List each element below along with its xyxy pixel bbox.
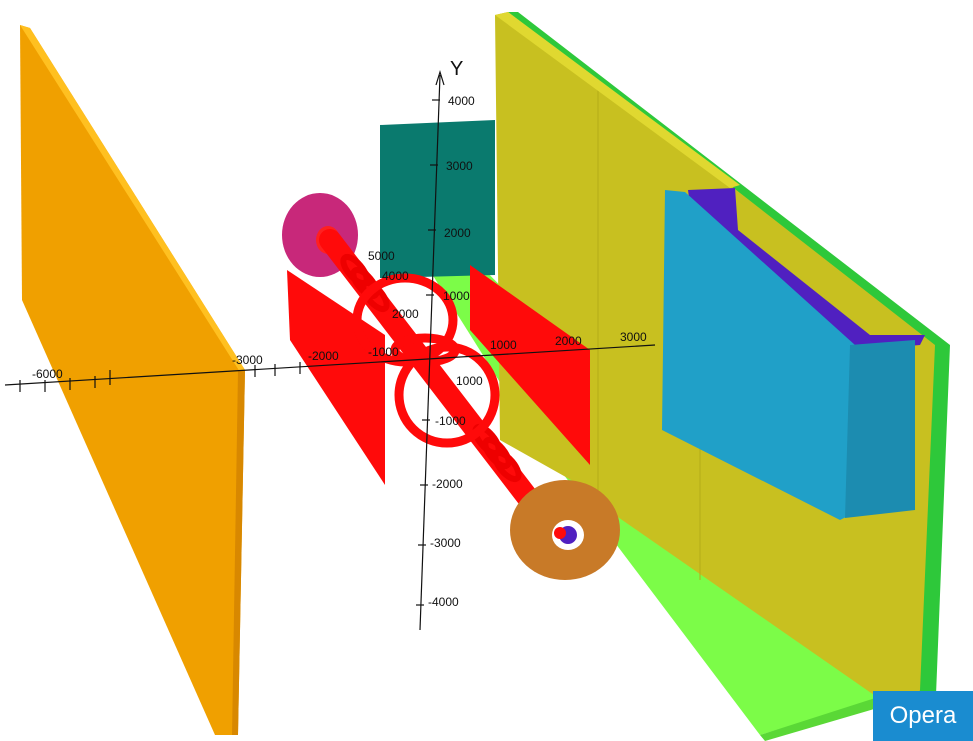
z-tick: 2000 [392,307,419,321]
y-tick: 1000 [443,289,470,303]
y-axis [416,69,445,631]
y-tick: 3000 [446,159,473,173]
orange-plate-side [232,370,245,735]
x-tick: 3000 [620,330,647,344]
z-tick: 1000 [456,374,483,388]
red-plate-right [470,265,590,465]
x-tick: 2000 [555,334,582,348]
teal-panel [380,120,495,278]
z-tick: 4000 [382,269,409,283]
yellow-wall-rim [495,12,740,188]
y-tick: -4000 [428,595,459,609]
x-tick: -3000 [232,353,263,367]
x-tick: -1000 [368,345,399,359]
purple-rim [688,188,925,350]
blue-box-front [662,190,855,520]
opera-badge[interactable]: Opera [873,691,973,741]
y-tick: 4000 [448,94,475,108]
y-tick: -1000 [435,414,466,428]
z-tick: 5000 [368,249,395,263]
y-tick: -3000 [430,536,461,550]
orange-plate [20,25,245,735]
ring-3 [394,342,500,448]
x-tick: 1000 [490,338,517,352]
green-floor-edge [760,690,905,741]
x-tick: -2000 [308,349,339,363]
orange-plate-edge [20,25,245,372]
y-tick: 2000 [444,226,471,240]
x-tick: -6000 [32,367,63,381]
blue-box-side [845,340,915,518]
y-tick: -2000 [432,477,463,491]
y-axis-label: Y [450,58,463,80]
x-axis [4,344,656,392]
